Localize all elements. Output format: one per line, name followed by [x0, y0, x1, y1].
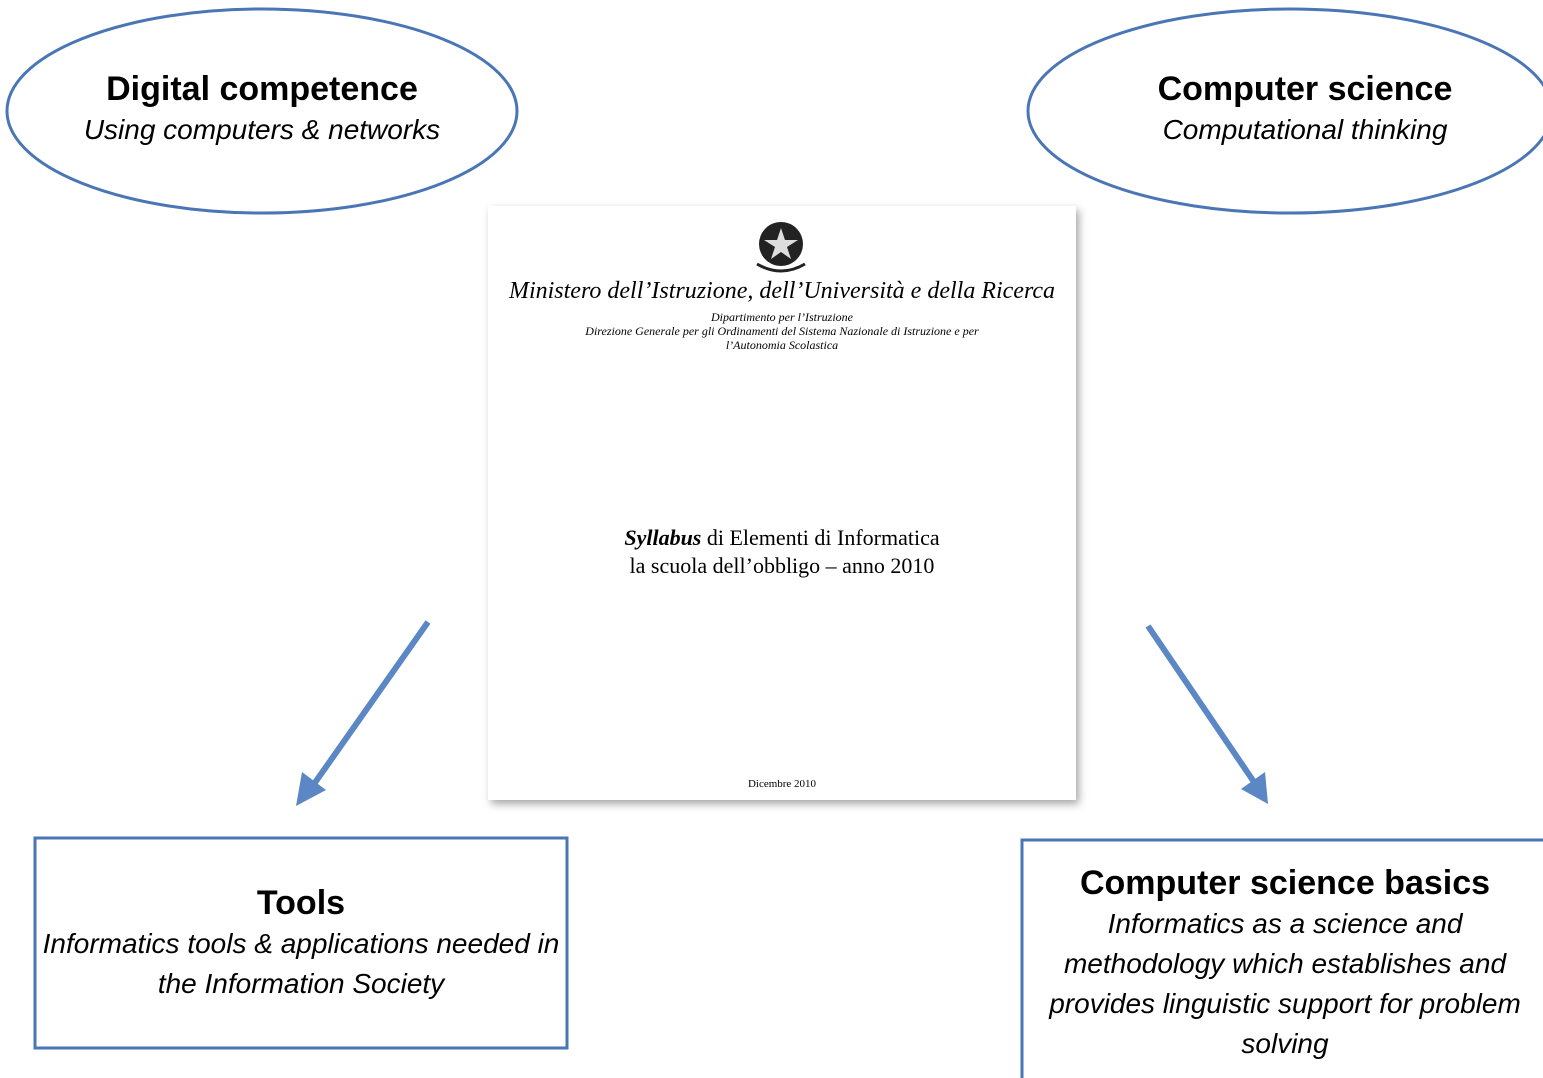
ministry-name: Ministero dell’Istruzione, dell’Universi… — [508, 278, 1056, 304]
right-box-content: Computer science basics Informatics as a… — [1030, 862, 1540, 1064]
right-box — [1020, 838, 1543, 1078]
left-box-title: Tools — [256, 884, 346, 922]
left-oval-title: Digital competence — [106, 70, 418, 108]
left-arrow-head — [296, 772, 326, 806]
left-box — [33, 836, 569, 1050]
department-line: Dipartimento per l’Istruzione — [711, 310, 853, 324]
left-oval — [5, 7, 519, 215]
direction-line-cont: l’Autonomia Scolastica — [725, 338, 839, 352]
syllabus-title: Syllabus di Elementi di Informatica la s… — [488, 524, 1076, 580]
right-oval-title: Computer science — [1157, 70, 1453, 108]
left-box-content: Tools Informatics tools & applications n… — [40, 882, 562, 1004]
left-box-text: Informatics tools & applications needed … — [42, 928, 560, 999]
direction-line: Direzione Generale per gli Ordinamenti d… — [585, 324, 979, 338]
right-oval — [1026, 7, 1543, 215]
italian-emblem-icon — [756, 222, 806, 273]
syllabus-word: Syllabus — [624, 525, 702, 550]
right-arrow-head — [1241, 772, 1268, 804]
syllabus-line2: la scuola dell’obbligo – anno 2010 — [629, 553, 935, 578]
left-oval-content: Digital competence Using computers & net… — [40, 68, 484, 150]
right-oval-subtitle: Computational thinking — [1162, 114, 1448, 145]
syllabus-document: Ministero dell’Istruzione, dell’Universi… — [488, 206, 1076, 800]
left-oval-subtitle: Using computers & networks — [83, 114, 441, 145]
right-oval-content: Computer science Computational thinking — [1070, 68, 1540, 150]
department-block: Dipartimento per l’Istruzione Direzione … — [488, 310, 1076, 352]
right-arrow-shaft — [1145, 624, 1257, 784]
left-arrow-shaft — [311, 620, 431, 786]
right-box-text: Informatics as a science and methodology… — [1049, 908, 1521, 1059]
syllabus-rest: di Elementi di Informatica — [701, 525, 940, 550]
document-date: Dicembre 2010 — [747, 778, 817, 790]
right-box-title: Computer science basics — [1079, 864, 1491, 902]
